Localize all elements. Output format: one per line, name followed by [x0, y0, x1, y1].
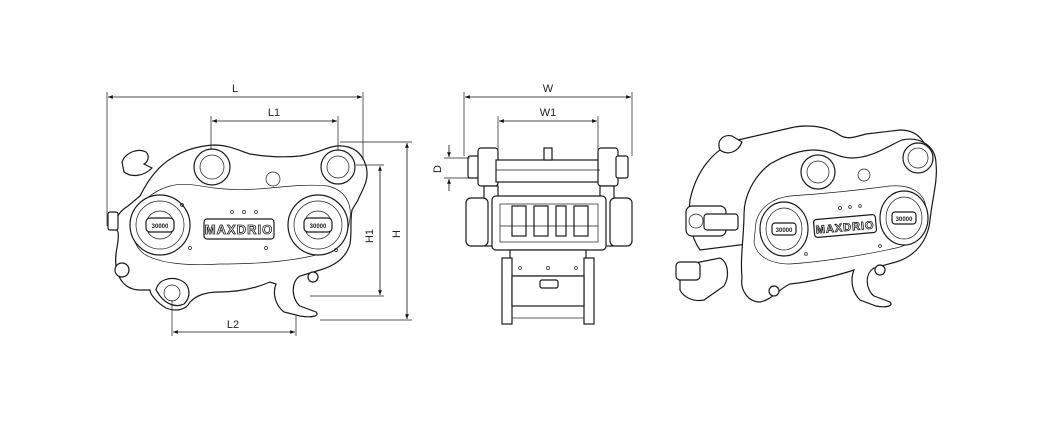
dim-label-w1: W1	[540, 107, 557, 119]
side-top-hook	[121, 149, 154, 177]
side-view: 30000 30000 MAXDRIO	[107, 144, 368, 318]
iso-disc-right: 30000	[879, 190, 929, 246]
side-dimensions: L L1 L2 H H1	[106, 83, 412, 336]
dim-label-h1: H1	[364, 229, 376, 243]
dim-label-d: D	[432, 165, 444, 173]
dim-label-w: W	[543, 83, 554, 95]
isometric-view: 30000 30000 MAXDRIO	[675, 125, 937, 308]
dim-label-l1: L1	[268, 107, 280, 119]
dim-label-l2: L2	[227, 319, 239, 331]
dim-label-h: H	[391, 230, 403, 238]
side-lower-jaw	[155, 277, 190, 307]
iso-logo: MAXDRIO	[815, 219, 875, 236]
side-logo: MAXDRIO	[205, 222, 273, 237]
front-view	[465, 147, 633, 325]
front-dimensions: W W1 D	[432, 83, 633, 191]
svg-text:30000: 30000	[310, 224, 327, 230]
iso-disc-left: 30000	[759, 201, 809, 257]
svg-text:30000: 30000	[152, 224, 169, 230]
side-logo-plate	[203, 218, 275, 240]
svg-text:30000: 30000	[776, 228, 793, 234]
dim-label-l: L	[232, 83, 238, 95]
svg-text:30000: 30000	[896, 217, 913, 223]
side-disc-right: 30000	[287, 194, 349, 256]
side-disc-left: 30000	[129, 194, 191, 256]
